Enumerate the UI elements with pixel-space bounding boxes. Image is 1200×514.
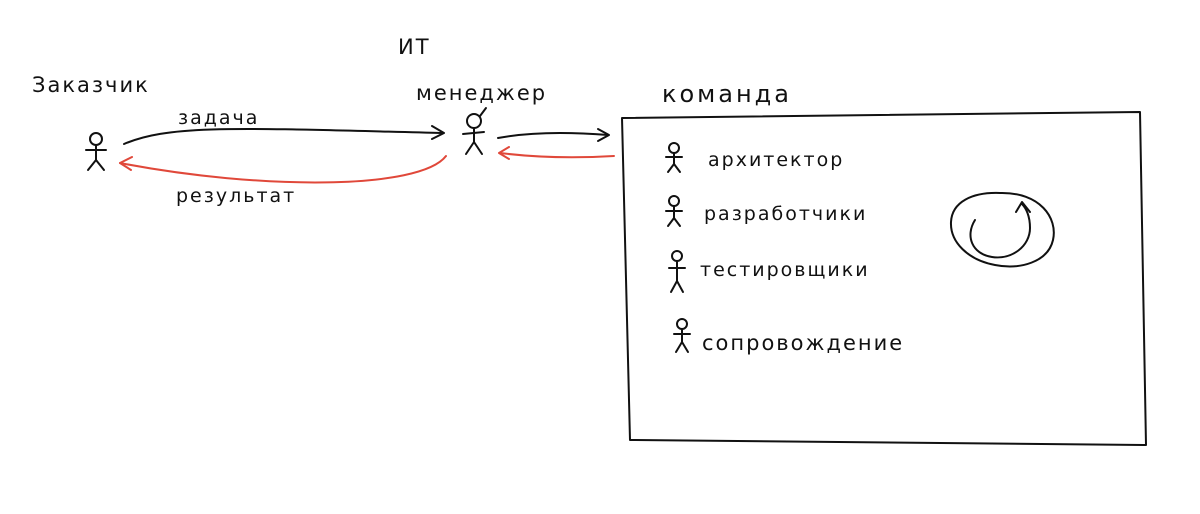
tester-stick-figure-icon [668, 250, 686, 293]
role-label: тестировщики [700, 259, 870, 281]
manager-to-team-arrow [497, 128, 610, 142]
architect-stick-figure-icon [665, 142, 683, 173]
task-label: задача [178, 107, 259, 129]
customer-stick-figure-icon [85, 132, 107, 171]
it-label: ИТ [398, 35, 431, 59]
result-label: результат [176, 185, 296, 207]
support-stick-figure-icon [673, 318, 691, 353]
role-row-developers: разработчики [665, 195, 867, 227]
role-label: архитектор [708, 149, 844, 171]
manager-label: менеджер [416, 81, 547, 105]
role-row-testers: тестировщики [668, 250, 870, 293]
role-label: разработчики [704, 203, 867, 225]
result-arrow [119, 155, 447, 184]
customer-label: Заказчик [32, 73, 150, 97]
task-arrow [123, 125, 445, 145]
role-row-architect: архитектор [665, 142, 844, 173]
circular-arrow-icon [949, 191, 1055, 268]
role-label: сопровождение [702, 331, 904, 355]
developer-stick-figure-icon [665, 195, 683, 227]
manager-stick-figure-icon [462, 107, 487, 155]
team-box [621, 111, 1147, 446]
role-row-support: сопровождение [673, 318, 904, 355]
team-label: команда [662, 80, 792, 108]
team-to-manager-arrow [498, 146, 615, 160]
